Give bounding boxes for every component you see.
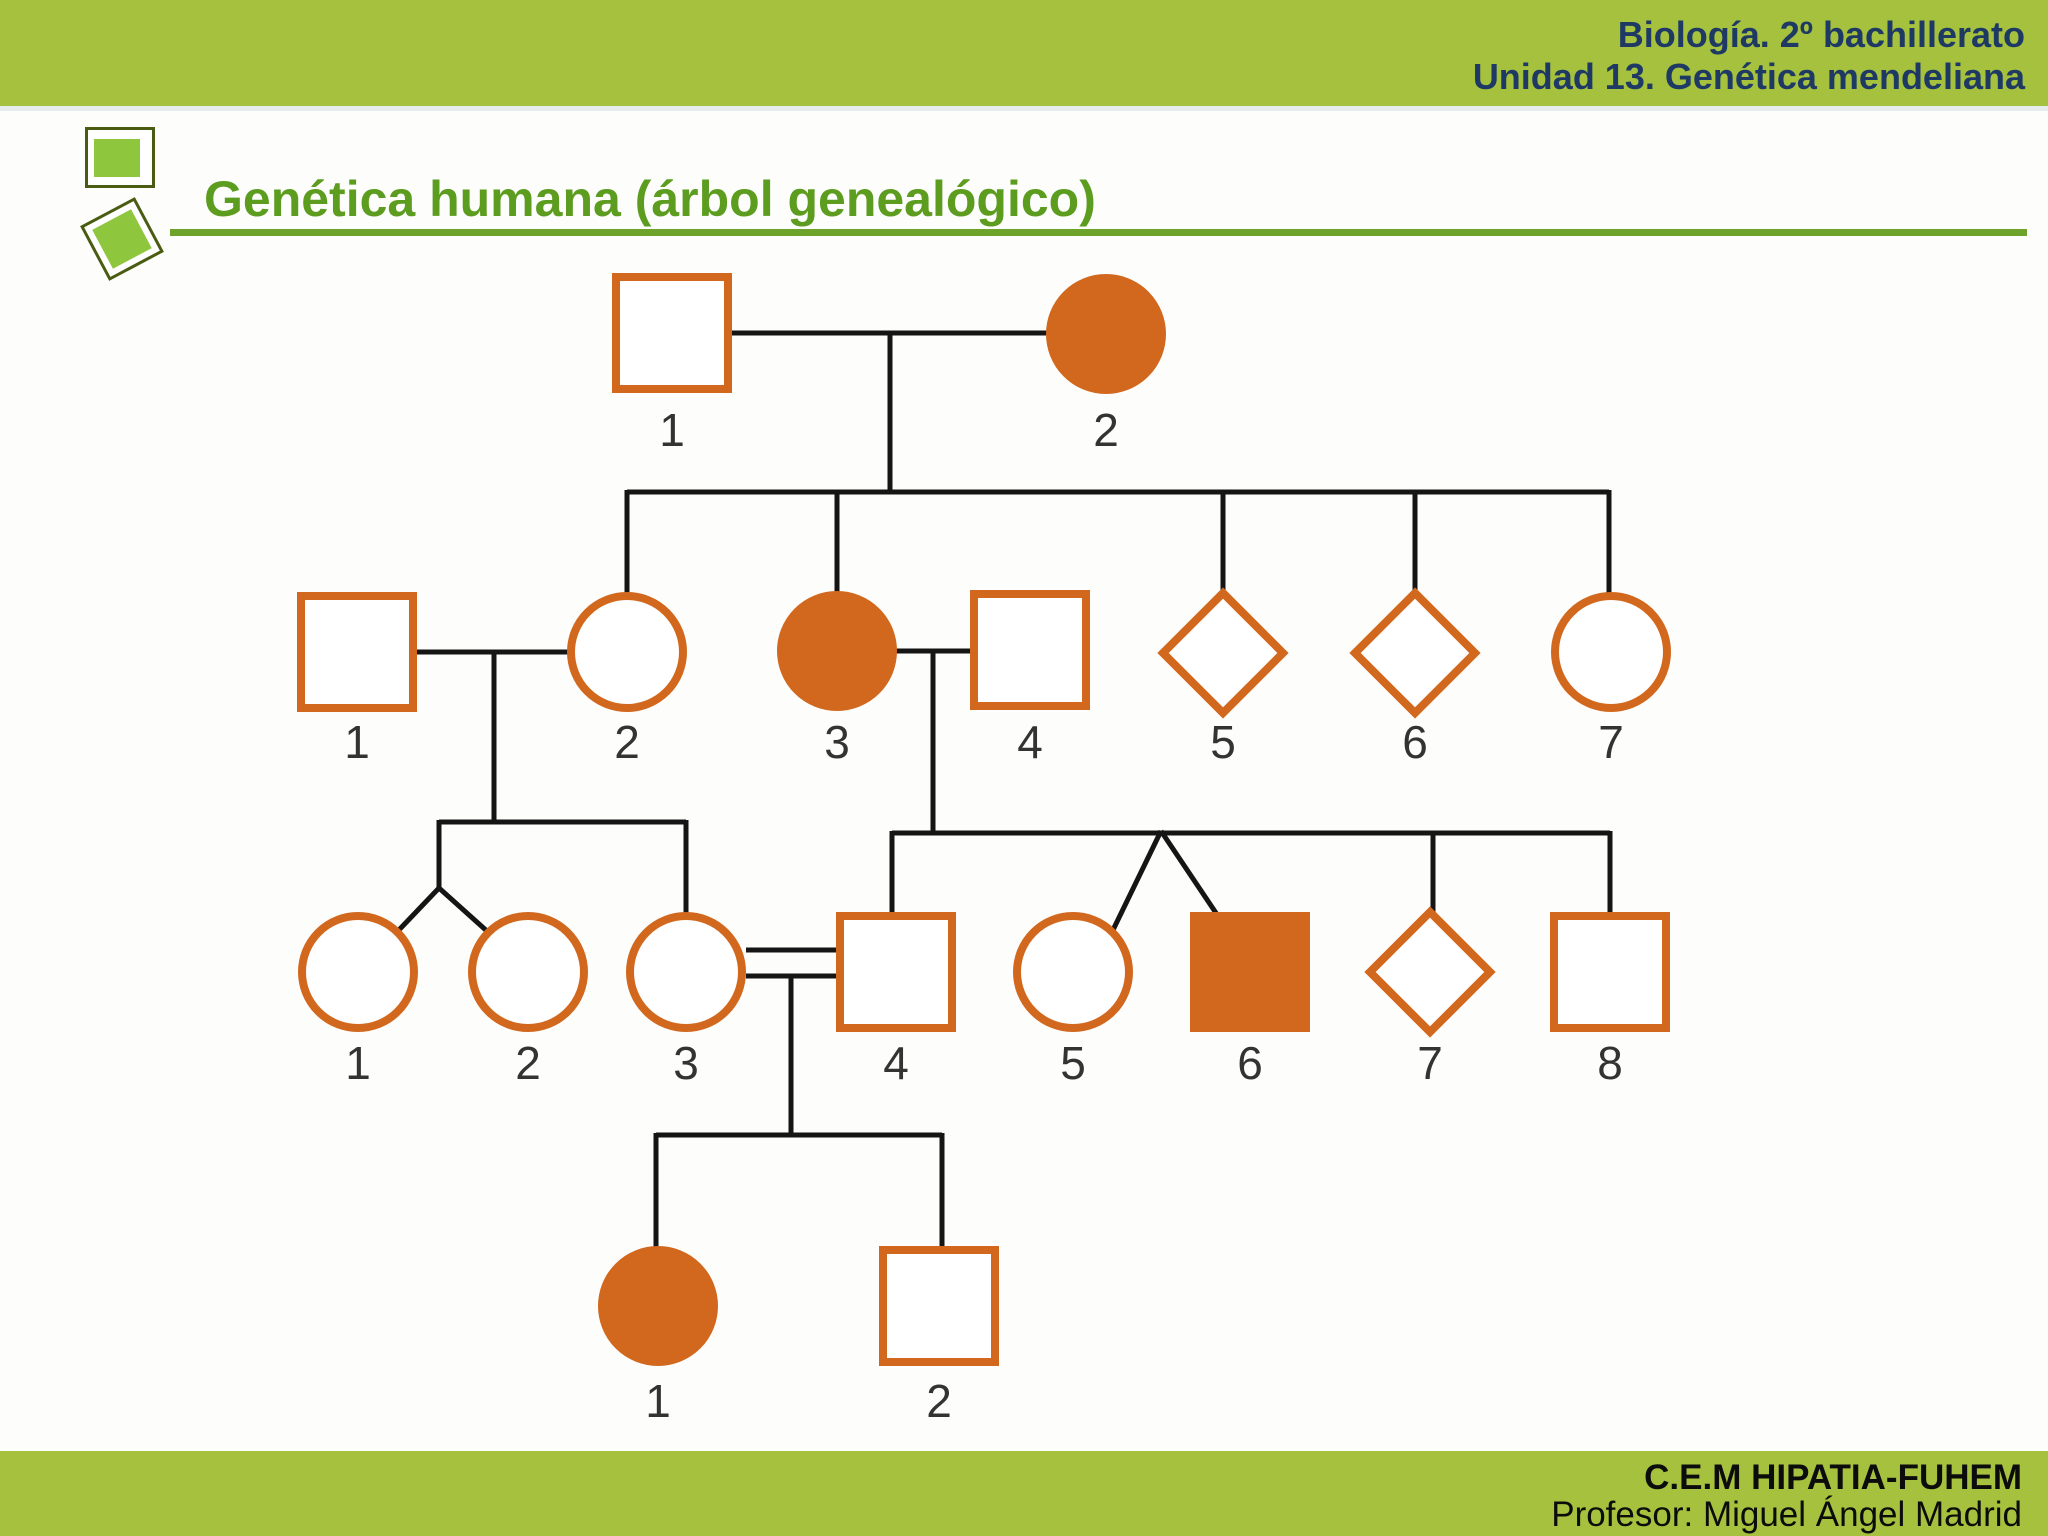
individual-label-III-3: 3 [673, 1037, 699, 1089]
individual-label-IV-1: 1 [645, 1375, 671, 1427]
individual-label-III-2: 2 [515, 1037, 541, 1089]
individual-label-II-2: 2 [614, 716, 640, 768]
individual-III-2-female [468, 912, 588, 1032]
individual-label-I-2: 2 [1093, 404, 1119, 456]
logo-square-top-fill [94, 139, 140, 177]
title-underline [170, 229, 2027, 236]
individual-IV-1-affected-female [598, 1246, 718, 1366]
individual-label-II-7: 7 [1598, 716, 1624, 768]
pedigree-connector-14 [395, 886, 441, 934]
individual-label-II-5: 5 [1210, 716, 1236, 768]
footer-bar: C.E.M HIPATIA-FUHEM Profesor: Miguel Áng… [0, 1451, 2048, 1536]
individual-label-III-8: 8 [1597, 1037, 1623, 1089]
individual-III-8-male [1550, 912, 1670, 1032]
pedigree-connector-20 [1158, 829, 1221, 918]
individual-III-5-female [1013, 912, 1133, 1032]
individual-II-1-male [297, 592, 417, 712]
page-title: Genética humana (árbol genealógico) [204, 171, 1096, 227]
slide-logo [60, 90, 230, 281]
header-bar-bottom-strip [0, 106, 2048, 111]
individual-II-2-female [567, 592, 687, 712]
individual-label-III-1: 1 [345, 1037, 371, 1089]
individual-label-III-5: 5 [1060, 1037, 1086, 1089]
header-unit: Unidad 13. Genética mendeliana [1472, 56, 2025, 97]
individual-label-III-4: 4 [883, 1037, 909, 1089]
header-course: Biología. 2º bachillerato [1617, 14, 2025, 55]
individual-II-6-unknown-sex [1349, 587, 1481, 719]
individual-label-II-3: 3 [824, 716, 850, 768]
footer-professor: Profesor: Miguel Ángel Madrid [1551, 1495, 2022, 1534]
footer-school: C.E.M HIPATIA-FUHEM [1644, 1458, 2022, 1497]
pedigree-connector-15 [437, 886, 490, 934]
individual-label-II-4: 4 [1017, 716, 1043, 768]
individual-III-4-male [836, 912, 956, 1032]
individual-II-7-female [1551, 592, 1671, 712]
footer-text-block: C.E.M HIPATIA-FUHEM Profesor: Miguel Áng… [1551, 1459, 2022, 1533]
individual-III-3-female [626, 912, 746, 1032]
individual-I-2-affected-female [1046, 274, 1166, 394]
individual-label-II-1: 1 [344, 716, 370, 768]
individual-I-1-male [612, 273, 732, 393]
individual-label-IV-2: 2 [926, 1375, 952, 1427]
header-bar [0, 0, 2048, 106]
individual-IV-2-male [879, 1246, 999, 1366]
pedigree-connector-19 [1110, 829, 1164, 932]
individual-label-II-6: 6 [1402, 716, 1428, 768]
logo-square-top [85, 127, 155, 188]
individual-label-III-7: 7 [1417, 1037, 1443, 1089]
individual-II-5-unknown-sex [1157, 587, 1289, 719]
individual-III-6-affected-male [1190, 912, 1310, 1032]
individual-label-III-6: 6 [1237, 1037, 1263, 1089]
individual-III-1-female [298, 912, 418, 1032]
individual-III-7-unknown-sex [1364, 906, 1496, 1038]
individual-II-3-affected-female [777, 591, 897, 711]
individual-label-I-1: 1 [659, 404, 685, 456]
header-text-block: Biología. 2º bachillerato Unidad 13. Gen… [1473, 14, 2025, 98]
individual-II-4-male [970, 590, 1090, 710]
